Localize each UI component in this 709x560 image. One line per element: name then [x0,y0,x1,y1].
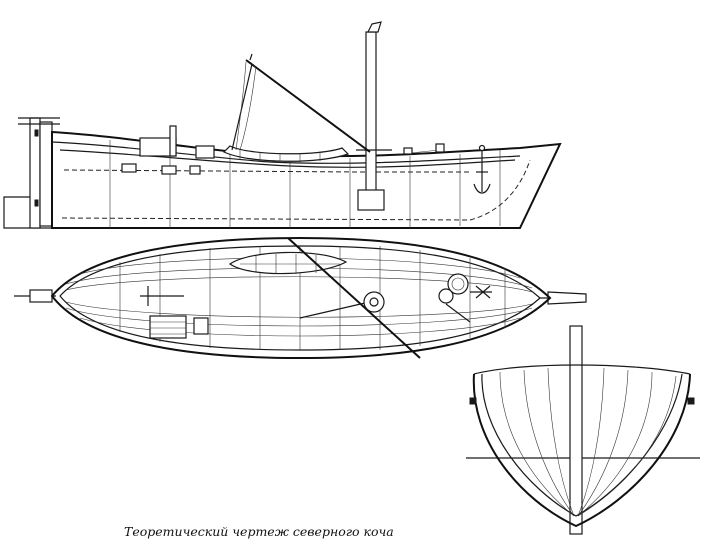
hull-plan [50,236,552,360]
plan-boat [228,251,348,275]
section-frames [499,367,677,517]
plan-windlass [438,273,492,323]
deck-fittings [399,143,445,155]
deck-boat [139,125,350,163]
plan-mast [287,237,421,359]
body-section-view [466,325,700,535]
deck-plan-view [14,236,587,360]
bow-anchor [473,144,491,194]
main-mast [356,21,392,211]
side-elevation-view [3,21,562,229]
drawing-caption: Теоретический чертеж северного коча [124,524,394,539]
plan-hatches [140,286,209,339]
yard-boom [231,53,371,153]
section-hull [472,373,691,528]
stern-rudder [3,117,60,229]
